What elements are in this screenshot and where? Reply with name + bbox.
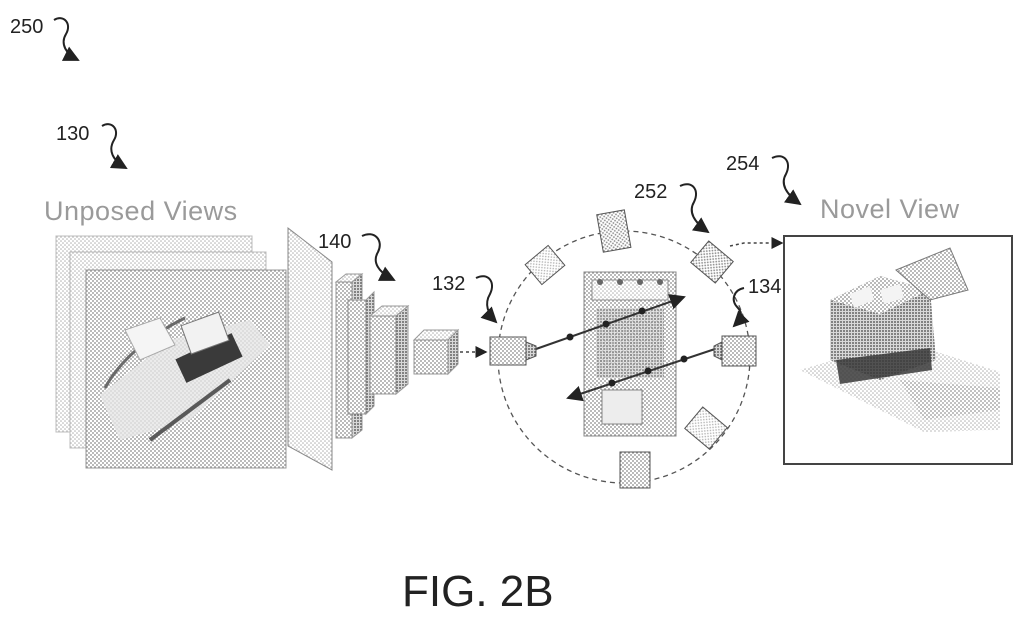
ref-132: 132 [432,273,496,322]
ref-130: 130 [56,123,126,168]
ref-250-leader [54,18,78,60]
encoder-block-2 [348,300,366,414]
encoder-plane [288,228,332,470]
ref-250-label: 250 [10,16,43,38]
ref-250: 250 [10,16,78,60]
ref-134-leader [734,288,744,326]
camera-upper-left [525,245,565,284]
figure-caption: FIG. 2B [402,567,554,616]
camera-input [490,337,536,365]
ref-254: 254 [726,153,800,204]
camera-bottom [620,452,650,488]
unposed-views-stack [56,236,286,468]
unposed-views-title: Unposed Views [44,196,238,226]
ref-252-leader [680,184,708,232]
ref-134-label: 134 [748,276,781,298]
ref-252: 252 [634,181,708,232]
encoder-block-3 [370,316,396,394]
ref-132-leader [476,276,496,322]
ref-130-label: 130 [56,123,89,145]
camera-lower-right [685,407,728,449]
novel-view-title: Novel View [820,194,960,224]
ref-140-label: 140 [318,231,351,253]
camera-top [597,210,631,252]
camera-selected [691,241,734,283]
novel-view-arrow [730,243,782,246]
ref-134: 134 [734,276,782,326]
ref-252-label: 252 [634,181,667,203]
ref-140-leader [362,234,394,280]
ref-130-leader [102,124,126,168]
ref-254-label: 254 [726,153,759,175]
camera-right [714,336,756,366]
ref-132-label: 132 [432,273,465,295]
novel-view-image [784,236,1012,464]
scene-object [584,272,676,436]
camera-ring-scene [490,210,782,488]
encoder-network [288,228,486,470]
ref-254-leader [772,156,800,204]
encoder-block-4 [414,340,448,374]
